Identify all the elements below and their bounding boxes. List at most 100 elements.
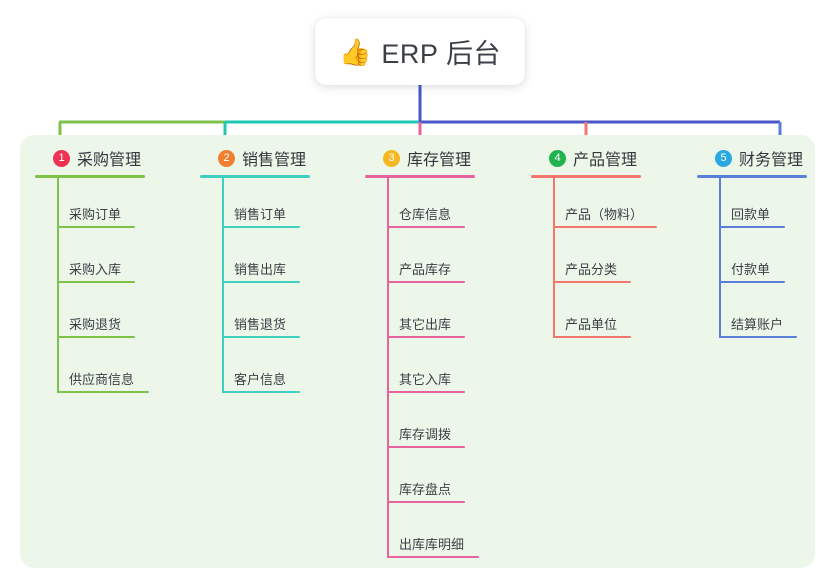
list-item-rule [222, 226, 300, 228]
list-item-rule [387, 226, 465, 228]
list-item[interactable]: 客户信息 [200, 343, 310, 398]
column-header-5[interactable]: 5 财务管理 [697, 145, 807, 171]
list-item[interactable]: 产品库存 [365, 233, 475, 288]
column-title-3: 库存管理 [407, 152, 472, 169]
column-body-2: 销售订单销售出库销售退货客户信息 [200, 178, 310, 398]
column-rule-2 [200, 175, 310, 178]
list-item-label: 客户信息 [234, 372, 287, 387]
column-body-3: 仓库信息产品库存其它出库其它入库库存调拨库存盘点出库库明细 [365, 178, 479, 563]
column-badge-5: 5 [715, 149, 732, 167]
list-item[interactable]: 其它入库 [365, 343, 475, 398]
column-spine-3 [387, 178, 389, 558]
list-item[interactable]: 采购订单 [35, 178, 145, 233]
list-item-rule [719, 336, 797, 338]
root-title: ERP 后台 [381, 39, 501, 69]
column-spine-5 [719, 178, 721, 338]
column-rule-5 [697, 175, 807, 178]
column-body-4: 产品（物料） 产品分类产品单位 [531, 178, 657, 343]
list-item[interactable]: 产品单位 [531, 288, 641, 343]
list-item[interactable]: 产品（物料） [531, 178, 657, 233]
list-item-rule [719, 281, 785, 283]
list-item-label: 库存调拨 [399, 427, 452, 442]
list-item-rule [387, 446, 465, 448]
list-item-label: 采购入库 [69, 262, 122, 277]
list-item[interactable]: 产品分类 [531, 233, 641, 288]
column-title-4: 产品管理 [573, 152, 638, 169]
list-item-label: 供应商信息 [69, 372, 135, 387]
list-item-label: 产品（物料） [565, 207, 644, 222]
column-header-4[interactable]: 4 产品管理 [531, 145, 641, 171]
column-badge-4: 4 [549, 149, 566, 167]
list-item-label: 产品单位 [565, 317, 618, 332]
list-item[interactable]: 付款单 [697, 233, 807, 288]
column-spine-2 [222, 178, 224, 393]
column-spine-4 [553, 178, 555, 338]
list-item[interactable]: 结算账户 [697, 288, 807, 343]
list-item[interactable]: 供应商信息 [35, 343, 149, 398]
list-item-label: 采购退货 [69, 317, 122, 332]
list-item-rule [57, 336, 135, 338]
list-item-label: 出库库明细 [399, 537, 465, 552]
column-rule-1 [35, 175, 145, 178]
column-title-5: 财务管理 [739, 152, 804, 169]
column-rule-3 [365, 175, 475, 178]
list-item[interactable]: 其它出库 [365, 288, 475, 343]
list-item-rule [387, 501, 465, 503]
list-item-rule [222, 391, 300, 393]
list-item-label: 回款单 [731, 207, 771, 222]
list-item-label: 销售出库 [234, 262, 287, 277]
list-item-label: 产品分类 [565, 262, 618, 277]
list-item-rule [553, 281, 631, 283]
column-spine-1 [57, 178, 59, 393]
list-item-rule [222, 336, 300, 338]
list-item-label: 采购订单 [69, 207, 122, 222]
list-item-label: 结算账户 [731, 317, 784, 332]
list-item-rule [387, 391, 465, 393]
column-header-3[interactable]: 3 库存管理 [365, 145, 475, 171]
list-item-rule [57, 226, 135, 228]
list-item-label: 产品库存 [399, 262, 452, 277]
column-rule-4 [531, 175, 641, 178]
column-3: 3 库存管理仓库信息产品库存其它出库其它入库库存调拨库存盘点出库库明细 [365, 145, 479, 563]
list-item-rule [57, 281, 135, 283]
list-item-rule [222, 281, 300, 283]
list-item[interactable]: 出库库明细 [365, 508, 479, 563]
list-item-label: 销售订单 [234, 207, 287, 222]
list-item[interactable]: 库存盘点 [365, 453, 475, 508]
list-item-label: 仓库信息 [399, 207, 452, 222]
column-2: 2 销售管理销售订单销售出库销售退货客户信息 [200, 145, 310, 398]
list-item[interactable]: 销售出库 [200, 233, 310, 288]
list-item[interactable]: 回款单 [697, 178, 807, 233]
column-body-1: 采购订单采购入库采购退货供应商信息 [35, 178, 149, 398]
column-5: 5 财务管理回款单付款单结算账户 [697, 145, 807, 343]
list-item-rule [57, 391, 149, 393]
list-item-label: 销售退货 [234, 317, 287, 332]
list-item[interactable]: 销售订单 [200, 178, 310, 233]
column-badge-3: 3 [383, 149, 400, 167]
list-item-rule [387, 556, 479, 558]
list-item-label: 付款单 [731, 262, 771, 277]
list-item-rule [719, 226, 785, 228]
thumbs-up-icon: 👍 [339, 36, 372, 67]
list-item[interactable]: 销售退货 [200, 288, 310, 343]
column-header-2[interactable]: 2 销售管理 [200, 145, 310, 171]
list-item-label: 其它出库 [399, 317, 452, 332]
list-item[interactable]: 仓库信息 [365, 178, 475, 233]
list-item-rule [387, 281, 465, 283]
column-badge-1: 1 [53, 149, 70, 167]
list-item-label: 库存盘点 [399, 482, 452, 497]
column-title-2: 销售管理 [242, 152, 307, 169]
list-item[interactable]: 库存调拨 [365, 398, 475, 453]
list-item-rule [553, 226, 657, 228]
list-item-rule [387, 336, 465, 338]
column-badge-2: 2 [218, 149, 235, 167]
root-node[interactable]: 👍 ERP 后台 [315, 18, 525, 85]
list-item[interactable]: 采购退货 [35, 288, 145, 343]
column-4: 4 产品管理产品（物料） 产品分类产品单位 [531, 145, 657, 343]
list-item-rule [553, 336, 631, 338]
list-item[interactable]: 采购入库 [35, 233, 145, 288]
